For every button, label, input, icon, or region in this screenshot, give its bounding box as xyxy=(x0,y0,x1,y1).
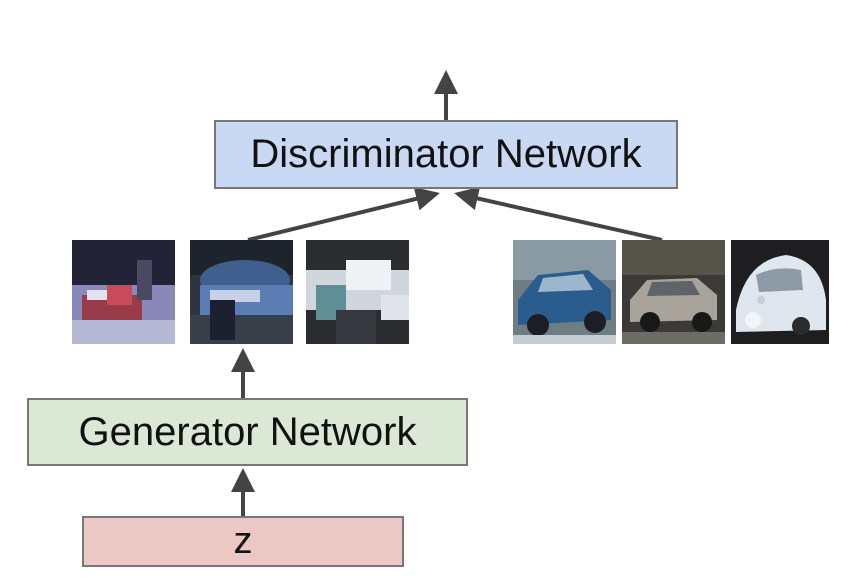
generator-network-label: Generator Network xyxy=(78,409,417,454)
real-sample-image-2 xyxy=(622,240,725,344)
real-sample-image-1 xyxy=(513,240,616,344)
generated-sample-image-2 xyxy=(190,240,293,344)
noise-input-label: z xyxy=(233,520,253,562)
real-to-discriminator-arrow xyxy=(454,186,663,242)
noise-input-box: z xyxy=(82,516,404,567)
discriminator-network-box: Discriminator Network xyxy=(214,120,678,189)
real-sample-image-3 xyxy=(731,240,834,344)
generated-sample-image-1 xyxy=(72,240,175,344)
generator-network-box: Generator Network xyxy=(27,398,468,466)
generated-sample-image-3 xyxy=(306,240,409,344)
discriminator-network-label: Discriminator Network xyxy=(250,132,642,176)
fake-to-discriminator-arrow xyxy=(247,187,440,242)
